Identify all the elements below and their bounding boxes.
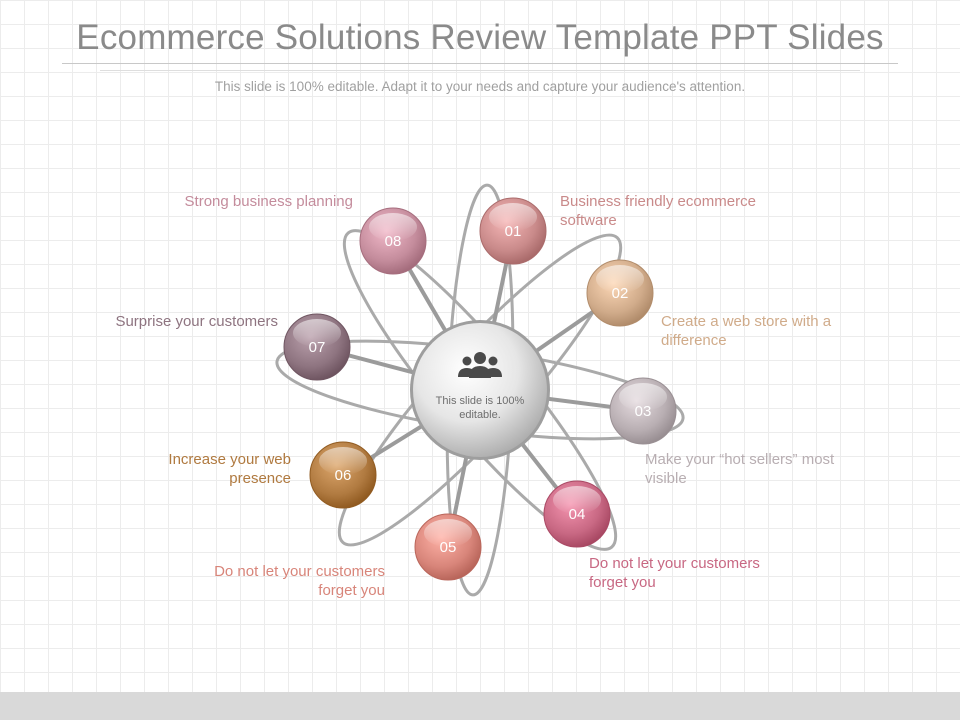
node-number-08: 08 — [385, 233, 402, 250]
node-label-04: Do not let your customers forget you — [589, 555, 760, 591]
node-number-07: 07 — [309, 339, 326, 356]
node-number-01: 01 — [505, 223, 522, 240]
node-number-02: 02 — [612, 285, 629, 302]
node-label-07: Surprise your customers — [115, 313, 278, 330]
node-gloss — [489, 203, 537, 231]
node-number-05: 05 — [440, 539, 457, 556]
node-number-06: 06 — [335, 467, 352, 484]
node-06: 06 — [309, 441, 377, 509]
node-label-01: Business friendly ecommerce software — [560, 193, 756, 229]
node-gloss — [619, 383, 667, 411]
node-number-04: 04 — [569, 506, 586, 523]
node-gloss — [596, 265, 644, 293]
node-05: 05 — [414, 513, 482, 581]
title-divider — [62, 63, 898, 64]
title-divider-secondary — [100, 70, 860, 71]
node-label-03: Make your “hot sellers” most visible — [645, 451, 835, 487]
node-label-05: Do not let your customers forget you — [214, 563, 385, 599]
slide-title: Ecommerce Solutions Review Template PPT … — [76, 18, 884, 57]
node-07: 07 — [283, 313, 351, 381]
node-label-02: Create a web store with a difference — [661, 313, 832, 349]
node-08: 08 — [359, 207, 427, 275]
slide-subtitle: This slide is 100% editable. Adapt it to… — [214, 79, 746, 94]
node-label-08: Strong business planning — [184, 193, 353, 210]
node-02: 02 — [586, 259, 654, 327]
node-gloss — [424, 519, 472, 547]
node-gloss — [553, 486, 601, 514]
hub-text: This slide is 100% editable. — [435, 395, 525, 421]
node-gloss — [293, 319, 341, 347]
node-label-06: Increase your web presence — [168, 451, 291, 487]
nodes-layer: 01 02 03 04 05 06 07 08 — [283, 197, 677, 581]
bottom-bar — [0, 692, 960, 720]
node-04: 04 — [543, 480, 611, 548]
hub — [410, 320, 550, 460]
node-03: 03 — [609, 377, 677, 445]
node-gloss — [369, 213, 417, 241]
team-icon — [458, 352, 502, 378]
node-number-03: 03 — [635, 403, 652, 420]
node-01: 01 — [479, 197, 547, 265]
node-gloss — [319, 447, 367, 475]
